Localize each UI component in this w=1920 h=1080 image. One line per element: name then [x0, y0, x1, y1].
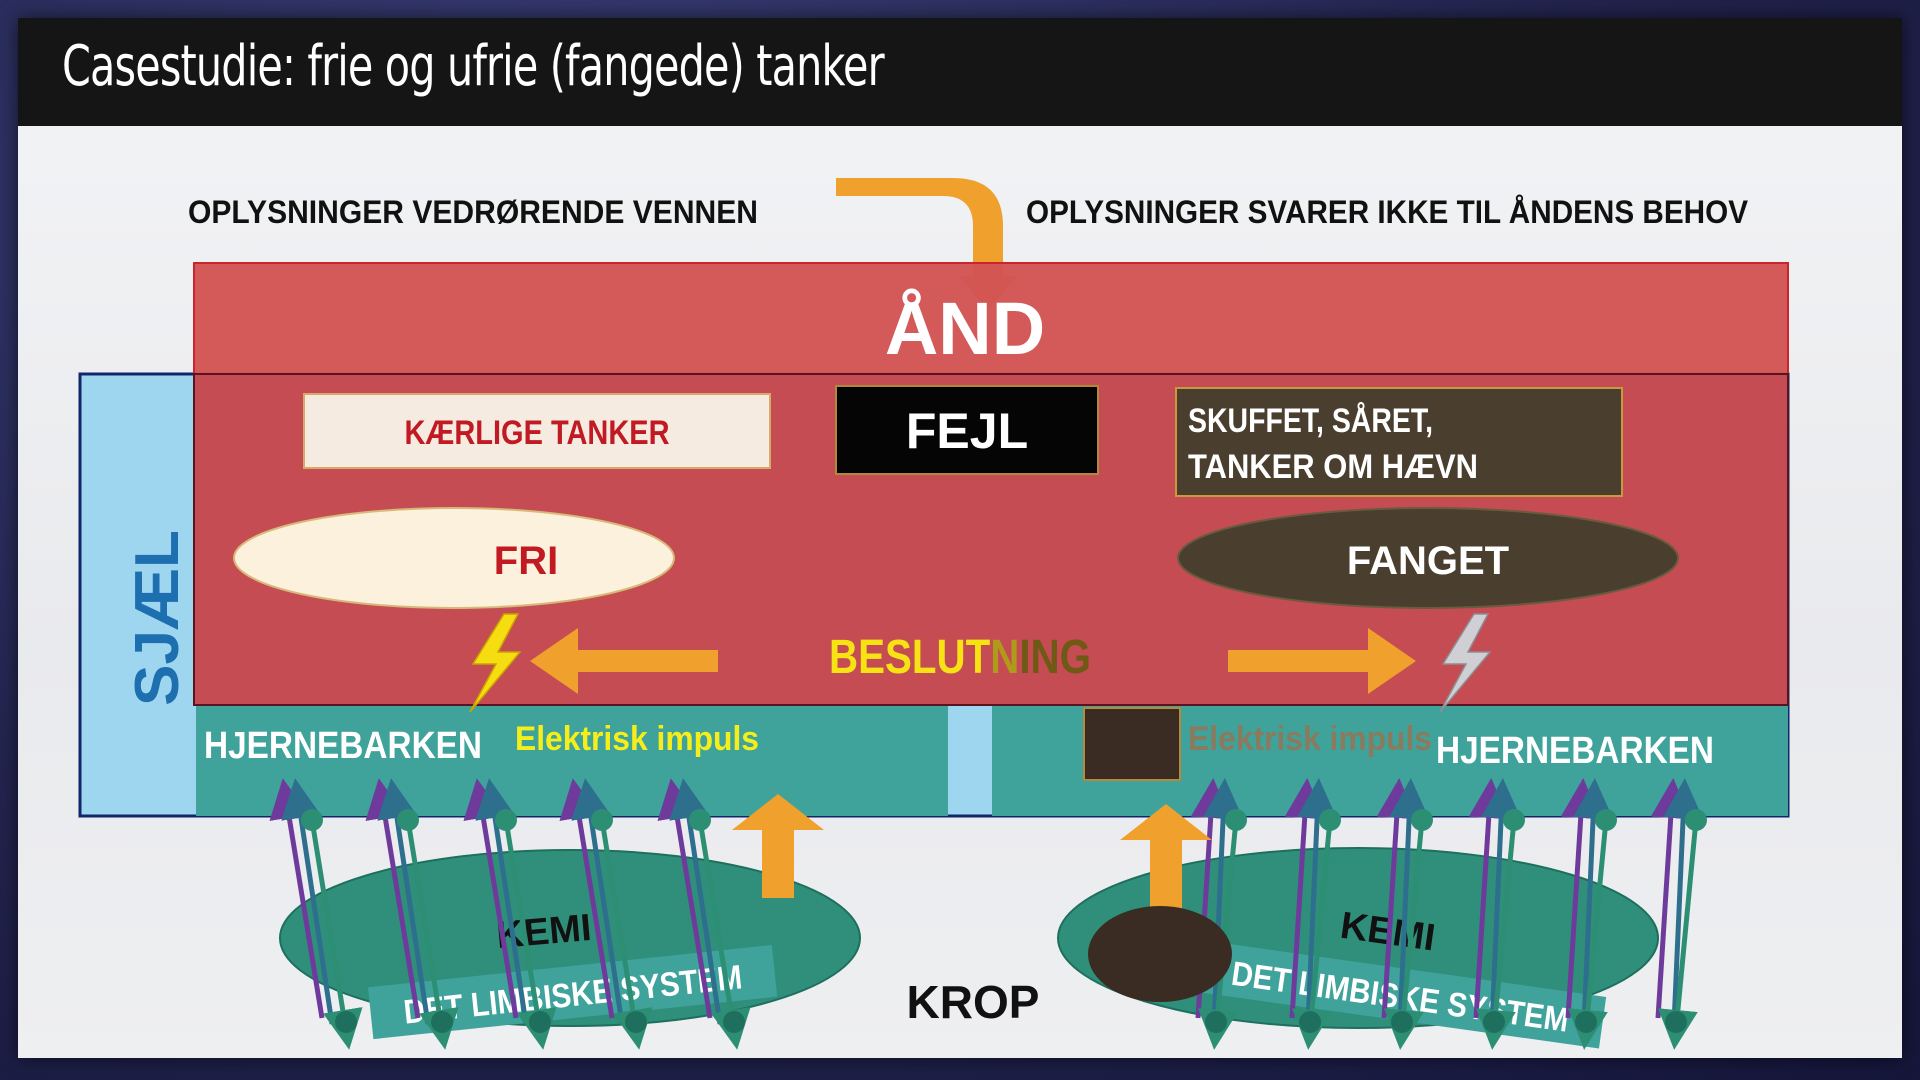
impulse-right-label: Elektrisk impuls	[1188, 720, 1432, 758]
neural-arrows-right	[1190, 778, 1707, 1050]
neural-node	[529, 1011, 551, 1033]
skuffet-line1: SKUFFET, SÅRET,	[1188, 402, 1433, 440]
cortex-left-label: HJERNEBARKEN	[204, 725, 482, 767]
neural-node	[1665, 1011, 1687, 1033]
krop-label: KROP	[907, 976, 1040, 1028]
neural-node	[1483, 1011, 1505, 1033]
beslutning-text: BESLUTNING	[829, 631, 1091, 684]
top-left-text: OPLYSNINGER VEDRØRENDE VENNEN	[188, 194, 758, 230]
neural-purple-arrow	[463, 778, 519, 1019]
neural-node	[1299, 1011, 1321, 1033]
fejl-text: FEJL	[906, 403, 1028, 459]
neural-node	[625, 1011, 647, 1033]
neural-purple-arrow	[269, 778, 325, 1019]
title-bar: Casestudie: frie og ufrie (fangede) tank…	[18, 18, 1902, 126]
fejl-box	[835, 385, 1099, 475]
diagram: OPLYSNINGER VEDRØRENDE VENNEN OPLYSNINGE…	[78, 178, 1790, 1050]
neural-purple-arrow	[365, 778, 421, 1019]
neural-green-arrow	[1197, 819, 1239, 1050]
neural-node	[1205, 1011, 1227, 1033]
neural-node	[431, 1011, 453, 1033]
and-label: ÅND	[885, 287, 1045, 370]
neural-blue-arrow	[1573, 778, 1614, 1025]
neural-blue-arrow	[377, 778, 431, 1025]
neural-node	[1575, 1011, 1597, 1033]
neural-blue-arrow	[669, 778, 723, 1025]
neural-green-arrow	[1291, 819, 1333, 1050]
neural-blue-arrow	[1389, 778, 1430, 1025]
neural-green-arrow	[405, 819, 459, 1050]
neural-blue-arrow	[1203, 778, 1244, 1025]
limbic-left-band	[367, 944, 778, 1040]
lightning-bolt-icon	[469, 613, 522, 713]
slide: Casestudie: frie og ufrie (fangede) tank…	[18, 18, 1902, 1058]
neural-blue-arrow	[281, 778, 335, 1025]
blocked-blob	[1088, 906, 1232, 1002]
neural-node	[723, 1011, 745, 1033]
neural-purple-arrow	[1468, 778, 1509, 1019]
neural-blue-arrow	[475, 778, 529, 1025]
neural-purple-arrow	[657, 778, 713, 1019]
neural-blue-arrow	[1481, 778, 1522, 1025]
neural-green-arrow	[599, 819, 653, 1050]
cortex-right-label: HJERNEBARKEN	[1436, 730, 1714, 772]
beslutning-part3: ING	[1019, 631, 1091, 684]
fri-ellipse	[233, 507, 675, 609]
beslutning-part1: BESLUT	[829, 631, 990, 684]
sjael-label: SJÆL	[123, 530, 192, 706]
fanget-ellipse	[1177, 507, 1679, 609]
top-right-text: OPLYSNINGER SVARER IKKE TIL ÅNDENS BEHOV	[1026, 194, 1749, 230]
skuffet-line2: TANKER OM HÆVN	[1188, 448, 1478, 486]
neural-green-arrow	[1567, 819, 1609, 1050]
left-decision-arrow	[530, 628, 718, 694]
neural-purple-arrow	[1376, 778, 1417, 1019]
neural-blue-arrow	[1297, 778, 1338, 1025]
neural-green-arrow	[309, 819, 363, 1050]
kaerlige-tanker-text: KÆRLIGE TANKER	[405, 414, 670, 452]
neural-purple-arrow	[1284, 778, 1325, 1019]
neural-green-arrow	[1657, 819, 1699, 1050]
neural-purple-arrow	[1650, 778, 1691, 1019]
neural-arrows-left	[269, 778, 751, 1050]
neural-purple-arrow	[1560, 778, 1601, 1019]
fanget-text: FANGET	[1347, 539, 1509, 583]
impulse-up-arrow-left	[732, 794, 824, 898]
impulse-left-label: Elektrisk impuls	[515, 720, 759, 758]
kaerlige-tanker-box	[303, 393, 771, 469]
neural-green-arrow	[697, 819, 751, 1050]
slide-title: Casestudie: frie og ufrie (fangede) tank…	[62, 34, 885, 99]
impulse-blocked-box	[1083, 707, 1181, 781]
lightning-bolt-gray-icon	[1439, 613, 1492, 713]
neural-green-arrow	[1383, 819, 1425, 1050]
beslutning-part2: N	[990, 631, 1019, 684]
neural-node	[1391, 1011, 1413, 1033]
neural-purple-arrow	[559, 778, 615, 1019]
neural-green-arrow	[1475, 819, 1517, 1050]
fri-text: FRI	[494, 539, 558, 583]
impulse-up-arrow-right	[1120, 804, 1212, 910]
neural-node	[335, 1011, 357, 1033]
neural-blue-arrow	[571, 778, 625, 1025]
right-decision-arrow	[1228, 628, 1416, 694]
neural-green-arrow	[503, 819, 557, 1050]
skuffet-box	[1175, 387, 1623, 497]
neural-blue-arrow	[1663, 778, 1704, 1025]
